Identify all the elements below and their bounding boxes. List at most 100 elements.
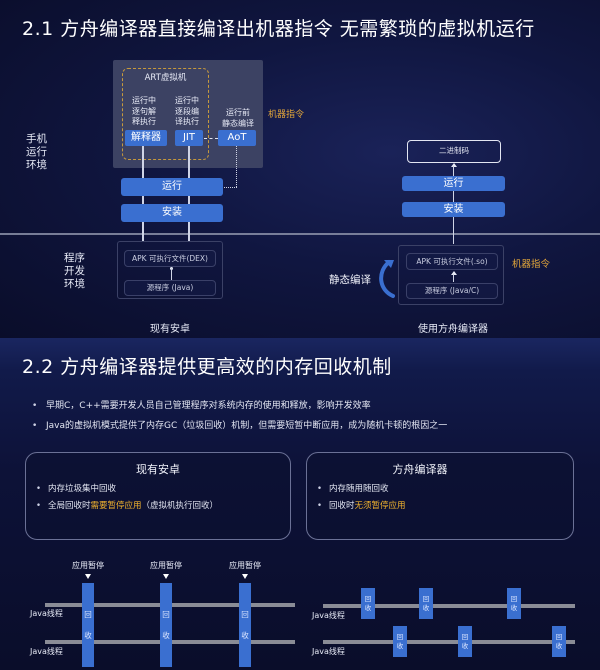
- phone-runtime-env-label: 手机 运行 环境: [26, 133, 50, 172]
- gc-block-text-top: 回: [555, 632, 563, 641]
- phone-env-line-3: 环境: [26, 159, 47, 171]
- aot-desc: 运行前 静态编译: [222, 108, 254, 128]
- gc-block-left-1: 回 收: [82, 583, 94, 667]
- gc-block-left-2: 回 收: [160, 583, 172, 667]
- slide-memory-gc: 2.2 方舟编译器提供更高效的内存回收机制 早期C，C++需要开发人员自己管理程…: [0, 338, 600, 670]
- machine-code-label-right: 机器指令: [512, 259, 551, 270]
- gc-block-text-top: 回: [461, 632, 469, 641]
- pause-arrow-icon-1: [85, 574, 91, 579]
- panel-item-text: 内存随用随回收: [329, 484, 389, 494]
- java-thread-label-2-right: Java线程: [312, 647, 345, 656]
- source-to-apk-line-left: [171, 268, 172, 280]
- gc-block-text-bottom: 收: [422, 603, 430, 612]
- aot-dotted-connector: [236, 146, 237, 187]
- install-bar-left: 安装: [121, 204, 223, 222]
- java-thread-label-1-left: Java线程: [30, 609, 63, 618]
- run-bar-right: 运行: [402, 176, 505, 191]
- slide-compiler-architecture: 2.1 方舟编译器直接编译出机器指令 无需繁琐的虚拟机运行 手机 运行 环境 程…: [0, 0, 600, 338]
- caption-current-android: 现有安卓: [150, 324, 190, 335]
- gc-block-text-top: 回: [84, 610, 92, 619]
- java-thread-line-2-right: [323, 640, 575, 644]
- source-to-apk-line-right: [453, 274, 454, 282]
- gc-block-text-top: 回: [241, 610, 249, 619]
- run-bar-left: 运行: [121, 178, 223, 196]
- gc-block-text-top: 回: [422, 594, 430, 603]
- panel-title-ark-compiler: 方舟编译器: [392, 463, 448, 476]
- source-java-c-box: 源程序 (Java/C): [406, 283, 498, 299]
- gc-block-text-top: 回: [162, 610, 170, 619]
- phone-env-line-1: 手机: [26, 133, 47, 145]
- panel-item-suffix: （虚拟机执行回收）: [141, 501, 219, 511]
- pause-arrow-icon-2: [163, 574, 169, 579]
- env-divider-line: [0, 233, 600, 235]
- panel-list-current-android: 内存垃圾集中回收 全局回收时需要暂停应用（虚拟机执行回收）: [36, 481, 290, 515]
- interpreter-block: 解释器: [125, 130, 167, 146]
- machine-code-label-left: 机器指令: [268, 110, 305, 120]
- panel-current-android: 现有安卓 内存垃圾集中回收 全局回收时需要暂停应用（虚拟机执行回收）: [25, 452, 291, 540]
- bullet-item: 早期C，C++需要开发人员自己管理程序对系统内存的使用和释放，影响开发效率: [32, 396, 592, 416]
- gc-block-text-bottom: 收: [84, 631, 92, 640]
- jit-aot-dashed-link: [204, 138, 218, 139]
- source-java-box: 源程序 (Java): [124, 280, 216, 296]
- binary-code-box: 二进制码: [407, 140, 501, 163]
- bullet-item: Java的虚拟机模式提供了内存GC（垃圾回收）机制，但需要短暂中断应用，成为随机…: [32, 416, 592, 436]
- apk-arrow-icon-right: [451, 271, 457, 275]
- gc-block-text-bottom: 收: [364, 603, 372, 612]
- gc-block-right-3: 回 收: [507, 588, 521, 619]
- panel-ark-compiler: 方舟编译器 内存随用随回收 回收时无须暂停应用: [306, 452, 574, 540]
- panel-item: 内存垃圾集中回收: [36, 481, 290, 498]
- app-pause-label-1: 应用暂停: [72, 561, 104, 570]
- dev-env-label: 程序 开发 环境: [64, 252, 88, 291]
- static-compile-curved-arrow-icon: [379, 260, 395, 298]
- pause-arrow-icon-3: [242, 574, 248, 579]
- caption-ark-compiler: 使用方舟编译器: [418, 324, 488, 335]
- apk-so-box: APK 可执行文件(.so): [406, 253, 498, 270]
- install-bar-right: 安装: [402, 202, 505, 217]
- gc-block-left-3: 回 收: [239, 583, 251, 667]
- gc-block-right-1: 回 收: [361, 588, 375, 619]
- slide2-title: 2.2 方舟编译器提供更高效的内存回收机制: [22, 356, 392, 378]
- jit-desc: 运行中 逐段编 译执行: [175, 96, 199, 126]
- app-pause-label-3: 应用暂停: [229, 561, 261, 570]
- gc-block-text-bottom: 收: [162, 631, 170, 640]
- panel-item-highlight: 需要暂停应用: [90, 501, 142, 511]
- aot-run-dotted-connector: [222, 187, 237, 188]
- binary-arrow-icon: [451, 163, 457, 167]
- dev-env-container-right: [398, 245, 504, 305]
- java-thread-label-2-left: Java线程: [30, 647, 63, 656]
- gc-block-text-top: 回: [364, 594, 372, 603]
- app-pause-label-2: 应用暂停: [150, 561, 182, 570]
- gc-block-text-bottom: 收: [396, 641, 404, 650]
- dev-env-line-1: 程序: [64, 252, 85, 264]
- intro-bullets: 早期C，C++需要开发人员自己管理程序对系统内存的使用和释放，影响开发效率 Ja…: [32, 396, 592, 436]
- panel-item-highlight: 无须暂停应用: [354, 501, 406, 511]
- panel-item: 内存随用随回收: [317, 481, 573, 498]
- panel-item: 回收时无须暂停应用: [317, 498, 573, 515]
- panel-item-text: 全局回收时: [48, 501, 91, 511]
- gc-block-text-top: 回: [396, 632, 404, 641]
- gc-block-text-bottom: 收: [461, 641, 469, 650]
- panel-item-text: 内存垃圾集中回收: [48, 484, 117, 494]
- gc-block-text-bottom: 收: [510, 603, 518, 612]
- panel-title-current-android: 现有安卓: [136, 463, 180, 476]
- dev-env-line-2: 开发: [64, 265, 85, 277]
- aot-block: AoT: [218, 130, 256, 146]
- phone-env-line-2: 运行: [26, 146, 47, 158]
- gc-block-right-2: 回 收: [419, 588, 433, 619]
- panel-item-text: 回收时: [329, 501, 355, 511]
- static-compile-label: 静态编译: [329, 274, 371, 286]
- gc-block-text-top: 回: [510, 594, 518, 603]
- apk-dex-box: APK 可执行文件(DEX): [124, 250, 216, 267]
- art-vm-title: ART虚拟机: [144, 73, 187, 83]
- gc-block-right-6: 回 收: [552, 626, 566, 657]
- panel-item: 全局回收时需要暂停应用（虚拟机执行回收）: [36, 498, 290, 515]
- gc-block-right-4: 回 收: [393, 626, 407, 657]
- java-thread-label-1-right: Java线程: [312, 611, 345, 620]
- art-vm-dashed-boundary: [122, 68, 209, 160]
- dev-env-container-left: [117, 241, 223, 299]
- java-thread-line-1-right: [323, 604, 575, 608]
- gc-block-text-bottom: 收: [555, 641, 563, 650]
- gc-block-right-5: 回 收: [458, 626, 472, 657]
- jit-block: JIT: [175, 130, 203, 146]
- dev-env-line-3: 环境: [64, 278, 85, 290]
